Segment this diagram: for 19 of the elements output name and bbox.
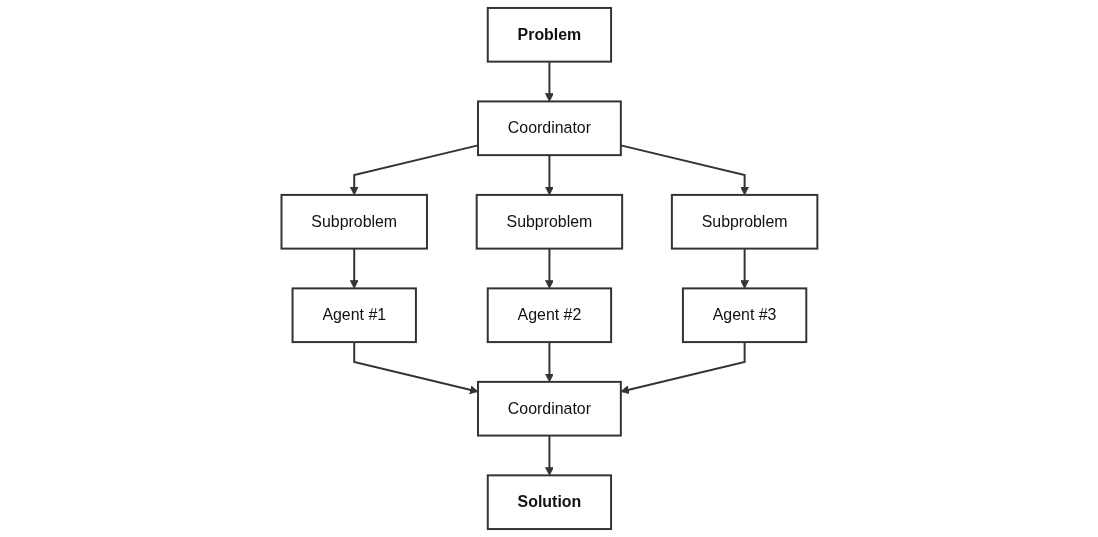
node-box: Agent #2 xyxy=(486,287,612,344)
arrow xyxy=(544,247,554,289)
node-box: Subproblem xyxy=(670,193,818,250)
node-box: Subproblem xyxy=(280,193,428,250)
arrow xyxy=(544,434,554,476)
arrow xyxy=(349,247,359,289)
arrow xyxy=(544,154,554,196)
node-box: Agent #3 xyxy=(681,287,807,344)
arrow xyxy=(352,341,478,395)
node-box: Agent #1 xyxy=(291,287,417,344)
arrow xyxy=(544,341,554,383)
arrow xyxy=(739,247,749,289)
node-box: Problem xyxy=(486,6,612,63)
arrow xyxy=(544,60,554,102)
node-box: Solution xyxy=(486,474,612,531)
arrow xyxy=(620,341,746,395)
node-box: Coordinator xyxy=(476,100,622,157)
node-box: Subproblem xyxy=(475,193,623,250)
node-box: Coordinator xyxy=(476,380,622,437)
